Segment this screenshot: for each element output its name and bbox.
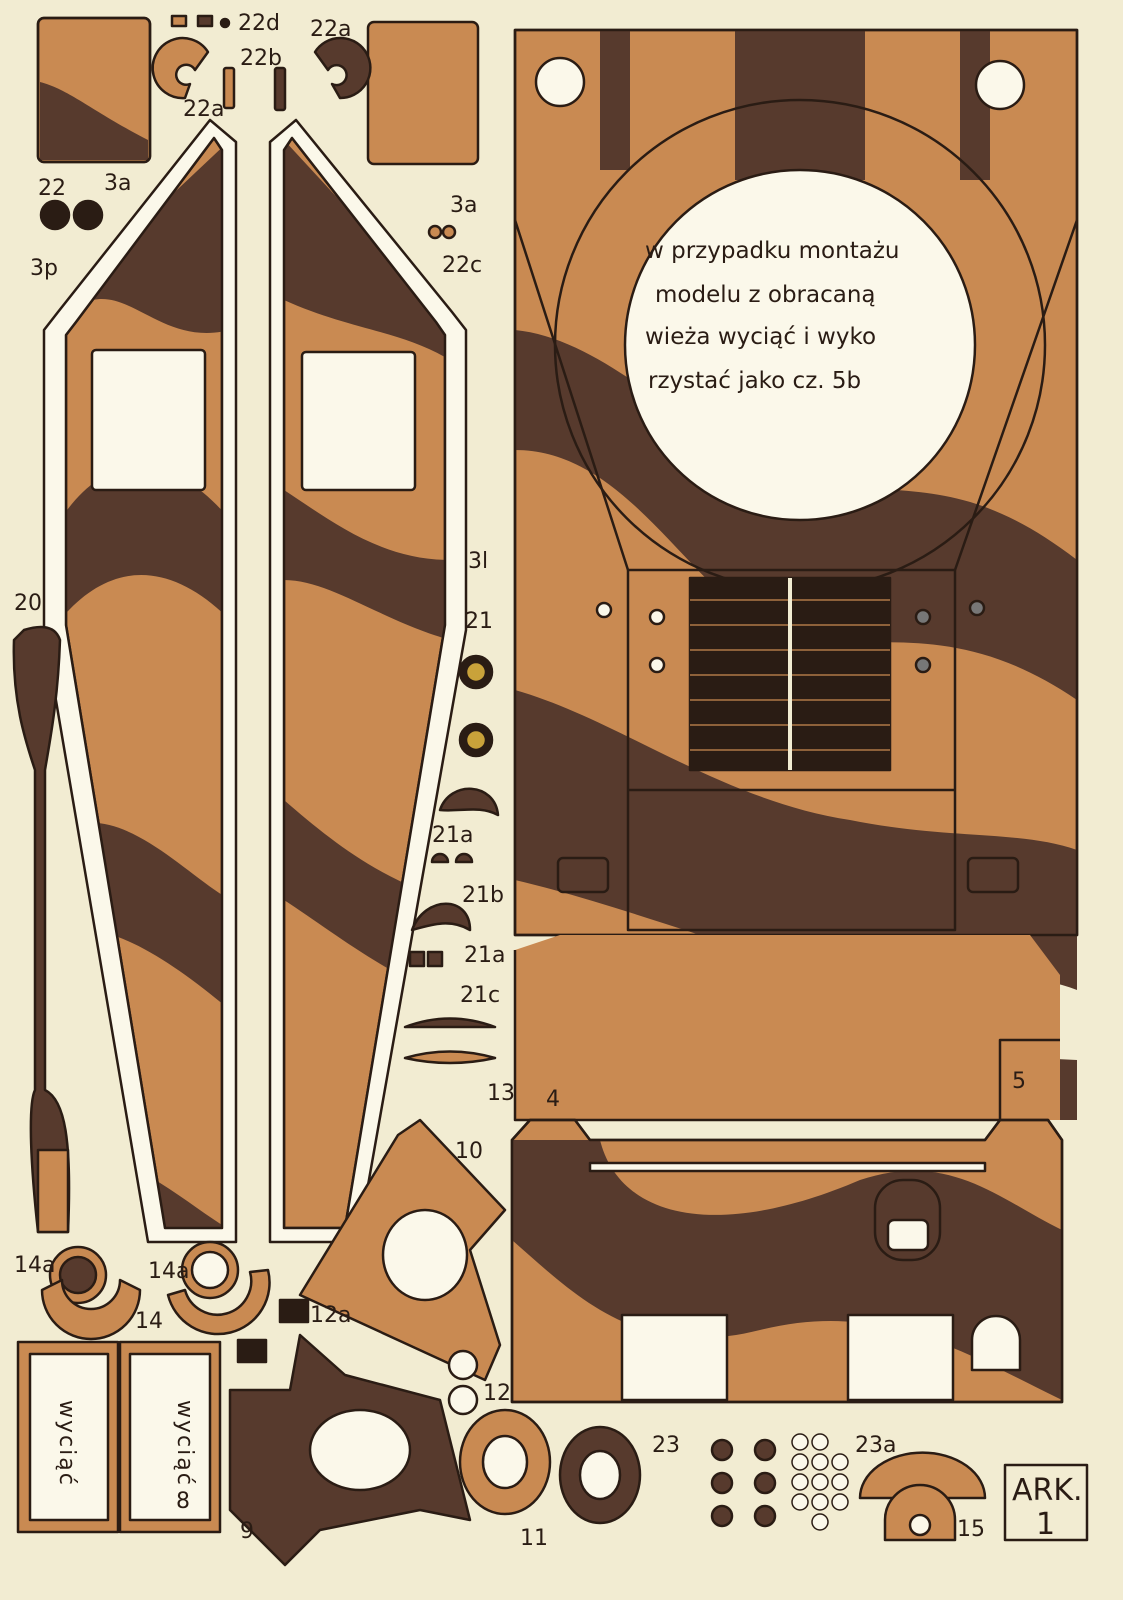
engine-deck — [626, 568, 957, 932]
label-4: 4 — [546, 1087, 560, 1112]
note-line: modelu z obracaną — [655, 282, 876, 308]
label-15: 15 — [957, 1517, 985, 1542]
label-23a: 23a — [855, 1433, 896, 1458]
label-21c: 21c — [460, 983, 500, 1008]
label-10: 10 — [455, 1139, 483, 1164]
label-13: 13 — [487, 1081, 515, 1106]
label-5: 5 — [1012, 1069, 1026, 1094]
label-8: 8 — [176, 1489, 190, 1514]
sheet-id-box — [1003, 1463, 1089, 1542]
label-12: 12 — [483, 1381, 511, 1406]
label-14a: 14a — [148, 1259, 189, 1284]
label-14: 14 — [135, 1309, 163, 1334]
label-23: 23 — [652, 1433, 680, 1458]
label-3a: 3a — [450, 193, 477, 218]
part-3a-right — [366, 20, 480, 166]
note-line: w przypadku montażu — [645, 238, 899, 264]
note-line: wieża wyciąć i wyko — [645, 324, 876, 350]
label-22b: 22b — [240, 46, 282, 71]
window-left — [90, 348, 207, 492]
label-11: 11 — [520, 1526, 548, 1551]
label-22d: 22d — [238, 11, 280, 36]
label-3p: 3p — [30, 256, 58, 281]
label-20: 20 — [14, 591, 42, 616]
label-3a: 3a — [104, 171, 131, 196]
cut-label-right: wyciąć — [172, 1400, 197, 1487]
label-22: 22 — [38, 176, 66, 201]
sheet-id-line1: ARK. — [1012, 1473, 1083, 1508]
label-12a: 12a — [310, 1303, 351, 1328]
label-21b: 21b — [462, 883, 504, 908]
label-21: 21 — [465, 609, 493, 634]
sheet-id-line2: 1 — [1036, 1507, 1055, 1542]
label-3l: 3l — [468, 549, 488, 574]
part-15 — [858, 1451, 987, 1500]
label-9: 9 — [240, 1519, 254, 1544]
label-14a: 14a — [14, 1253, 55, 1278]
turret-cutout-circle — [623, 168, 977, 522]
label-21a: 21a — [464, 943, 505, 968]
note-line: rzystać jako cz. 5b — [648, 368, 861, 394]
label-22c: 22c — [442, 253, 482, 278]
label-22a: 22a — [183, 97, 224, 122]
window-right — [300, 350, 417, 492]
label-21a: 21a — [432, 823, 473, 848]
label-22a: 22a — [310, 17, 351, 42]
cut-label-left: wyciąć — [54, 1400, 79, 1487]
